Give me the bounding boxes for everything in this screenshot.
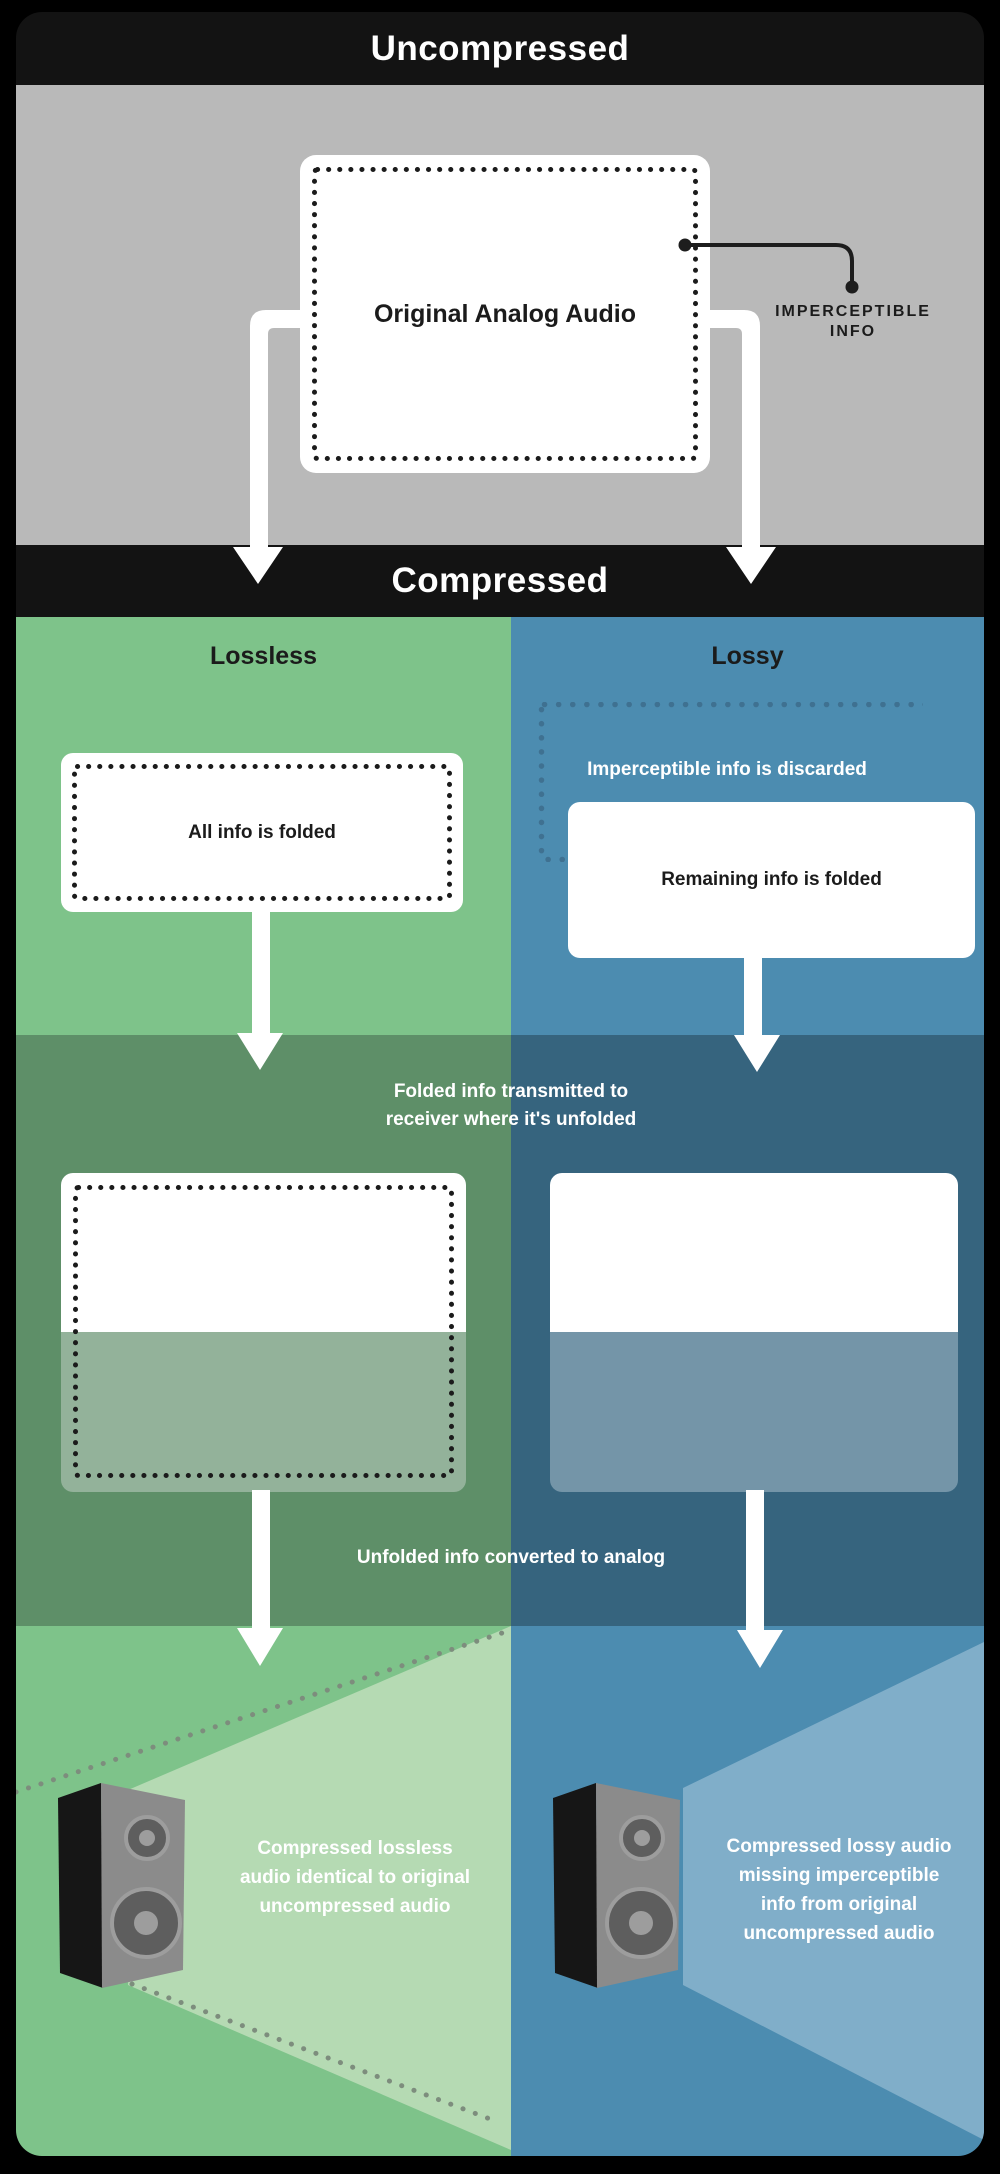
lossy-fold-label: Remaining info is folded	[661, 869, 882, 890]
original-audio-box: Original Analog Audio	[300, 155, 710, 473]
compressed-header: Compressed	[16, 545, 984, 617]
unfolded-info-faded	[61, 1332, 466, 1492]
imperceptible-info-callout: IMPERCEPTIBLE INFO	[773, 302, 933, 342]
infographic-card: Uncompressed Compressed Original Analog …	[16, 12, 984, 2156]
original-audio-label: Original Analog Audio	[373, 299, 637, 328]
compressed-title: Compressed	[391, 561, 609, 600]
callout-line1: IMPERCEPTIBLE	[775, 303, 931, 320]
speaker-icon	[551, 1781, 682, 1990]
callout-line2: INFO	[829, 323, 877, 340]
discarded-info-label: Imperceptible info is discarded	[587, 759, 867, 780]
speaker-icon	[58, 1783, 185, 1988]
lossy-sound-cone	[683, 1642, 984, 2140]
uncompressed-title: Uncompressed	[370, 28, 630, 68]
discarded-info-dotted-rect	[538, 702, 923, 862]
lossy-fold-box: Remaining info is folded	[568, 802, 975, 958]
uncompressed-header: Uncompressed	[16, 12, 984, 85]
cone-dotted-edge-top	[16, 1628, 511, 1795]
unfolded-info-white	[550, 1173, 958, 1332]
lossy-unfold-box	[550, 1173, 958, 1492]
unfolded-info-faded	[550, 1332, 958, 1492]
unfolded-info-white	[61, 1173, 466, 1332]
lossless-unfold-box	[61, 1173, 466, 1492]
lossless-fold-box: All info is folded	[61, 753, 463, 912]
lossless-fold-label: All info is folded	[188, 821, 336, 843]
lossless-header: Lossless	[209, 641, 317, 670]
lossy-header: Lossy	[711, 641, 784, 670]
conversion-caption: Unfolded info converted to analog	[356, 1547, 666, 1568]
sound-cones-layer	[16, 1626, 984, 2150]
lossless-sound-cone	[128, 1626, 511, 2150]
cone-dotted-edge-bottom	[129, 1981, 501, 2125]
transmission-caption: Folded info transmitted to receiver wher…	[385, 1081, 637, 1130]
lossless-result-caption: Compressed lossless audio identical to o…	[239, 1838, 471, 1917]
lossy-result-caption: Compressed lossy audio missing impercept…	[726, 1836, 952, 1944]
